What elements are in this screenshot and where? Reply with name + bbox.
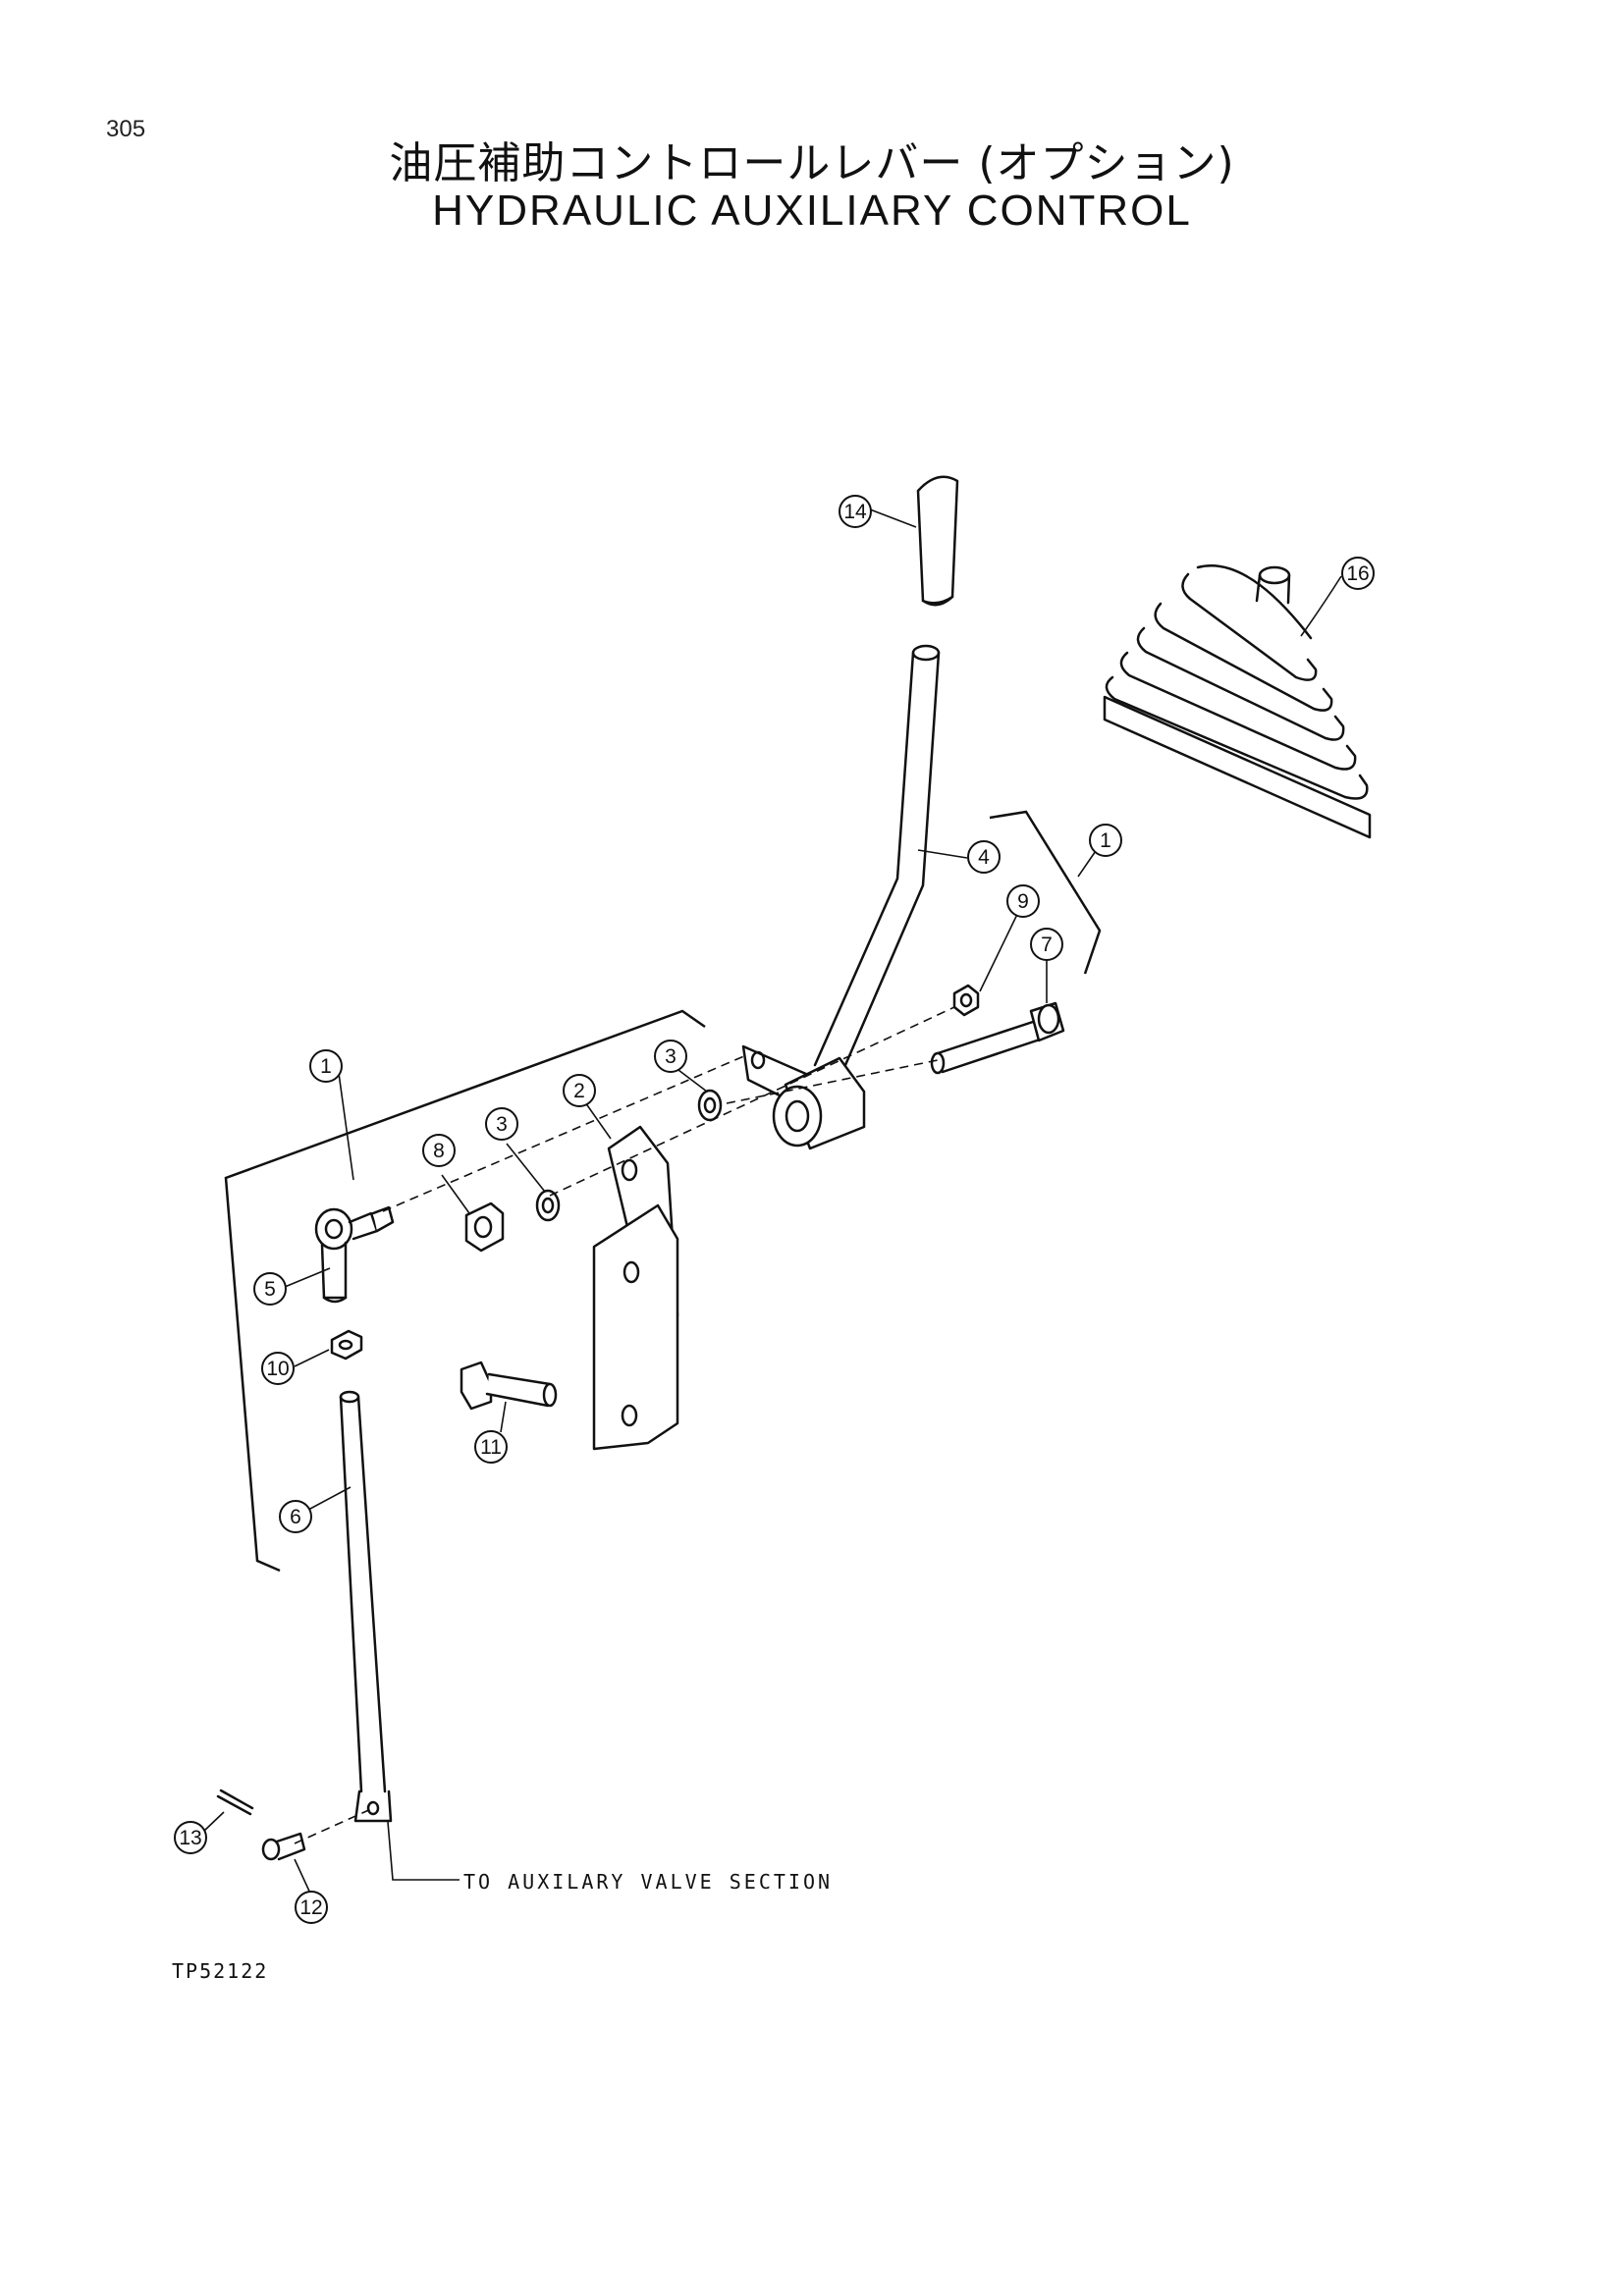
callout-1b: 1 <box>1089 824 1122 857</box>
callout-9: 9 <box>1006 884 1040 918</box>
title-japanese: 油圧補助コントロールレバー (オプション) <box>389 138 1235 188</box>
callout-7: 7 <box>1030 928 1063 961</box>
washer-3-right-part <box>697 1089 723 1122</box>
callout-number: 11 <box>480 1436 502 1459</box>
lever-rod-part <box>813 644 941 1074</box>
callout-12: 12 <box>295 1891 328 1924</box>
nut-9-part <box>952 984 980 1017</box>
pivot-bolt-part <box>930 1001 1065 1075</box>
clevis-pin-part <box>261 1832 306 1861</box>
callout-2: 2 <box>563 1074 596 1107</box>
nut-8-part <box>464 1201 505 1253</box>
washer-3-left-part <box>535 1189 561 1222</box>
callout-4: 4 <box>967 840 1001 874</box>
callout-number: 9 <box>1017 890 1029 913</box>
callout-number: 6 <box>290 1506 301 1528</box>
callout-number: 13 <box>179 1827 201 1849</box>
callout-3b: 3 <box>654 1040 687 1073</box>
callout-16: 16 <box>1341 557 1375 590</box>
callout-11: 11 <box>474 1430 508 1464</box>
title-english: HYDRAULIC AUXILIARY CONTROL <box>432 187 1192 235</box>
assembly-lines <box>294 1006 955 1844</box>
callout-number: 8 <box>433 1140 445 1162</box>
drawing-code: TP52122 <box>172 1959 268 1983</box>
rod-end-part <box>314 1205 395 1304</box>
callout-10: 10 <box>261 1352 295 1385</box>
lever-hub-part <box>741 1044 866 1150</box>
callout-number: 10 <box>266 1358 289 1380</box>
callout-3a: 3 <box>485 1107 518 1141</box>
callout-number: 1 <box>1100 829 1111 852</box>
callout-5: 5 <box>253 1272 287 1306</box>
leader-lines <box>202 508 1342 1898</box>
control-rod-part <box>339 1390 393 1823</box>
grip-part <box>916 475 959 607</box>
callout-1a: 1 <box>309 1049 343 1083</box>
callout-number: 14 <box>843 501 867 523</box>
rubber-boot-part <box>1103 564 1372 839</box>
cotter-pin-part <box>216 1789 254 1816</box>
group-brackets <box>224 810 1102 1573</box>
callout-number: 5 <box>264 1278 276 1301</box>
callout-number: 12 <box>299 1896 322 1919</box>
callout-number: 7 <box>1041 934 1053 956</box>
valve-section-note: TO AUXILARY VALVE SECTION <box>463 1870 833 1894</box>
bracket-bolt-part <box>460 1361 558 1411</box>
callout-14: 14 <box>839 495 872 528</box>
callout-6: 6 <box>279 1500 312 1533</box>
callout-number: 3 <box>496 1113 508 1136</box>
nut-10-part <box>330 1329 363 1361</box>
callout-number: 4 <box>978 846 990 869</box>
callout-13: 13 <box>174 1821 207 1854</box>
callout-number: 2 <box>573 1080 585 1102</box>
callout-number: 1 <box>320 1055 332 1078</box>
callout-number: 3 <box>665 1045 677 1068</box>
bracket-plate-part <box>592 1125 679 1451</box>
page-number: 305 <box>106 116 146 142</box>
callout-number: 16 <box>1346 562 1369 585</box>
callout-8: 8 <box>422 1134 456 1167</box>
